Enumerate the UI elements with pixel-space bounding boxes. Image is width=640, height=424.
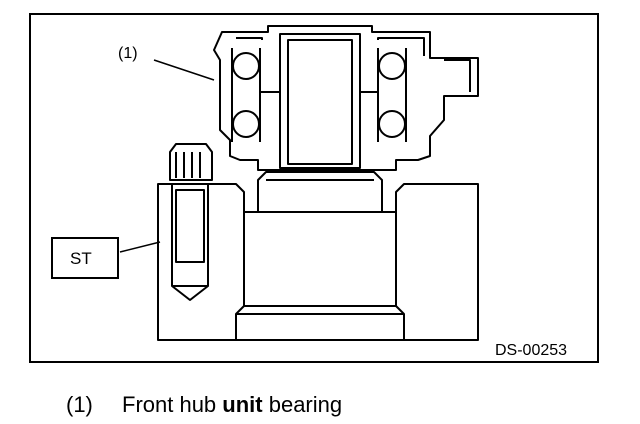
figure-frame xyxy=(29,13,599,363)
callout-1-leader xyxy=(153,59,215,81)
st-tool-label: ST xyxy=(70,249,92,268)
hub-inner-sleeve xyxy=(279,33,361,169)
bearing-ball xyxy=(232,110,260,138)
hub-bolt-head xyxy=(169,143,213,181)
figure-id: DS-00253 xyxy=(495,342,567,359)
caption-number: (1) xyxy=(66,392,93,417)
caption-text-end: bearing xyxy=(262,392,343,417)
caption-text-bold: unit xyxy=(222,392,263,417)
bearing-ball xyxy=(232,52,260,80)
bearing-ball xyxy=(378,52,406,80)
hub-housing xyxy=(213,25,479,171)
hub-bearing-diagram: (1) ST DS-00253 xyxy=(29,13,599,363)
st-leader xyxy=(119,241,161,253)
base-inner-recess xyxy=(235,212,405,340)
caption-text-start: Front hub xyxy=(122,392,223,417)
figure-caption: (1) Front hub unit bearing xyxy=(66,392,342,418)
callout-1-label: (1) xyxy=(118,45,138,62)
st-tool-box xyxy=(51,237,119,279)
bearing-ball xyxy=(378,110,406,138)
tool-base xyxy=(157,171,479,341)
hub-bolt-shank xyxy=(171,184,209,301)
